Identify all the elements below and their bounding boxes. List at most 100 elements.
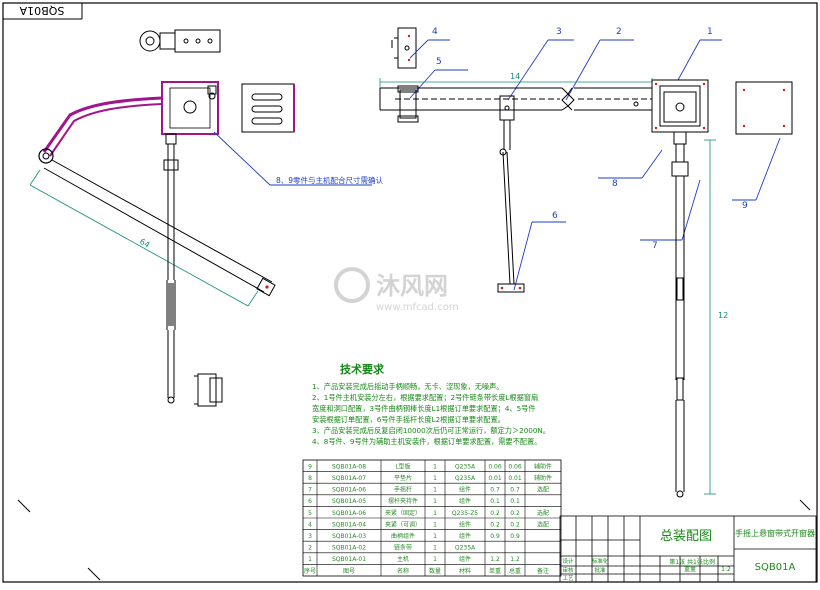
tech-line: 3、产品安装完成后反复启闭10000次后仍可正常运行，额定力＞2000N。 [312, 426, 550, 435]
watermark: 沐风网 www.mfcad.com [334, 267, 459, 313]
bom-cell: 0.7 [510, 487, 520, 494]
swing-rod-left [43, 159, 276, 297]
tech-heading: 技术要求 [340, 362, 385, 376]
drawing-code-mirrored: SQB01A [19, 4, 64, 17]
tech-line: 2、1号件主机安装分左右，根据要求配置；2号件链条带长度L根据窗扇 [312, 393, 538, 402]
crank-arm-left [38, 96, 163, 164]
bom-cell: 0.2 [490, 510, 500, 517]
bom-cell: SQB01A-08 [332, 463, 366, 470]
bom-cell: L型板 [395, 462, 410, 470]
callout-1: 1 [707, 27, 713, 37]
product-name: 手摇上悬窗带式开窗器 [735, 528, 815, 538]
tech-line: 4、8号件、9号件为辅助主机安装件，根据订单要求配置，需要不配置。 [312, 437, 541, 446]
bom-cell: 0.2 [510, 521, 520, 528]
bom-cell: 1.2 [510, 556, 520, 563]
bom-cell: 组件 [459, 497, 471, 505]
clamp-part-4-view [391, 27, 417, 69]
title-block [559, 515, 817, 583]
bom-header-cell: 序号 [304, 567, 316, 575]
bom-cell: 1 [433, 521, 437, 528]
bom-cell: SQB01A-01 [332, 556, 366, 563]
bom-cell: Q235A [455, 475, 476, 482]
bom-cell: SQB01A-05 [332, 498, 366, 505]
bom-cell: 7 [308, 487, 312, 494]
watermark-text: 沐风网 [376, 272, 448, 300]
bom-cell: 2 [308, 545, 312, 552]
bom-cell: 1.2 [490, 556, 500, 563]
callout-6: 6 [552, 211, 558, 221]
drawing-border [2, 2, 818, 583]
bom-cell: 1 [433, 556, 437, 563]
bom-cell: 组件 [459, 486, 471, 494]
callout-7: 7 [652, 241, 658, 251]
bom-header-cell: 备注 [537, 567, 549, 575]
dimension-horizontal: 14 [510, 72, 520, 81]
dimension-vertical: 12 [718, 311, 728, 320]
bom-header-cell: 单重 [489, 567, 501, 575]
bom-cell: Q235A [455, 463, 476, 470]
bom-header-cell: 数量 [429, 567, 441, 575]
bom-cell: 夹紧（固定） [385, 509, 421, 517]
bom-cell: 曲柄组件 [391, 532, 415, 540]
bom-cell: SQB01A-04 [332, 521, 366, 528]
main-unit-left-view [161, 81, 219, 135]
crank-arm-part-3 [497, 95, 525, 293]
dimension-diagonal: 64 [138, 237, 151, 250]
bom-cell: 4 [308, 521, 312, 528]
bom-cell: 选配 [537, 509, 549, 517]
bom-cell: 0.01 [488, 475, 502, 482]
bom-cell: 0.01 [508, 475, 522, 482]
bom-header-cell: 材料 [459, 567, 471, 575]
bom-cell: 3 [308, 533, 312, 540]
callout-3: 3 [556, 27, 562, 37]
bom-cell: 0.1 [490, 498, 500, 505]
drawing-title: 总装配图 [660, 529, 712, 544]
top-bracket-view [139, 29, 221, 53]
bom-cell: 手摇杆 [394, 486, 412, 494]
note-leader-text: 8、9零件与主机配合尺寸需确认 [276, 175, 384, 185]
tech-line: 安装根据订单配置，6号件手摇杆长度L2根据订单要求配置。 [312, 415, 505, 424]
bom-cell: Q235A [455, 545, 476, 552]
small-bracket-view [194, 373, 223, 407]
bom-cell: 1 [433, 545, 437, 552]
sheet-info: 第1张 共1张 [669, 558, 703, 566]
callout-5: 5 [436, 57, 442, 67]
bom-cell: 1 [433, 463, 437, 470]
bom-cell: 0.9 [490, 533, 500, 540]
bom-cell: SQB01A-07 [332, 475, 366, 482]
tech-line: 1、产品安装完成后摇动手柄顺畅，无卡、涩现象，无噪声。 [312, 382, 503, 391]
tech-line: 宽度和洞口配置，3号件曲柄钢棒长度L1根据订单要求配置；4、5号件 [312, 404, 536, 413]
bom-cell: 1 [308, 556, 312, 563]
bom-cell: 主机 [397, 555, 409, 563]
weight-label: 重量 [684, 565, 696, 573]
bom-header-cell: 总重 [509, 567, 521, 575]
bom-cell: SQB01A-06 [332, 510, 366, 517]
signature-label: 设计 [562, 557, 574, 565]
watermark-url: www.mfcad.com [376, 302, 459, 313]
bom-cell: 0.9 [510, 533, 520, 540]
signature-label: 批准 [594, 566, 606, 574]
drawing-code: SQB01A [755, 562, 796, 573]
callout-8: 8 [612, 179, 618, 189]
signature-label: 工艺 [562, 575, 574, 582]
bom-cell: 0.06 [488, 463, 502, 470]
bom-cell: 5 [308, 510, 312, 517]
callout-9: 9 [742, 201, 748, 211]
bom-cell: Q235-Z5 [452, 510, 478, 517]
bracket-plate-view [241, 83, 295, 133]
l-plate-part-9 [735, 81, 793, 135]
bom-cell: 1 [433, 487, 437, 494]
bom-header-cell: 图号 [343, 568, 355, 575]
bom-cell: 1 [433, 510, 437, 517]
bom-cell: 0.06 [508, 463, 522, 470]
bom-cell: 9 [308, 463, 312, 470]
bom-cell: 选配 [537, 486, 549, 494]
bom-cell: 组件 [459, 532, 471, 540]
bom-cell: 辅助件 [534, 462, 552, 470]
bom-cell: 链条带 [394, 544, 412, 552]
bom-cell: SQB01A-02 [332, 545, 366, 552]
callout-2: 2 [616, 27, 622, 37]
bom-cell: 8 [308, 475, 312, 482]
